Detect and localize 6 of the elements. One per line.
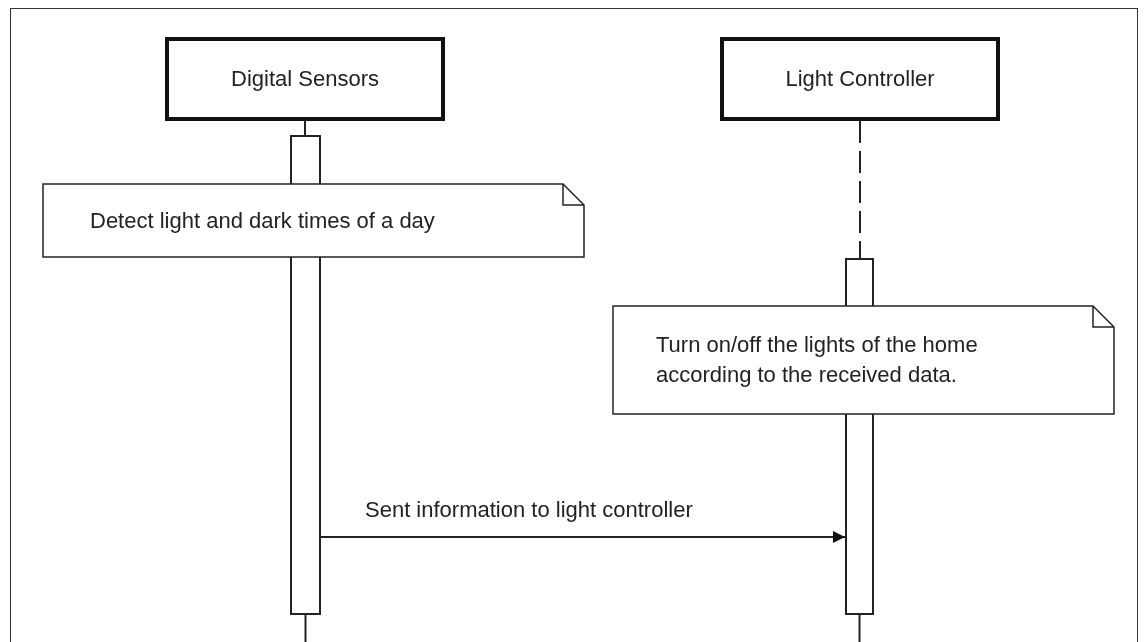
note-box: [42, 183, 585, 258]
note-text: Detect light and dark times of a day: [90, 206, 435, 235]
participant-box: Light Controller: [720, 37, 1000, 121]
participant-box: Digital Sensors: [165, 37, 445, 121]
note-box: [612, 305, 1115, 415]
note-text: Turn on/off the lights of the home according to the received data.: [656, 331, 979, 389]
